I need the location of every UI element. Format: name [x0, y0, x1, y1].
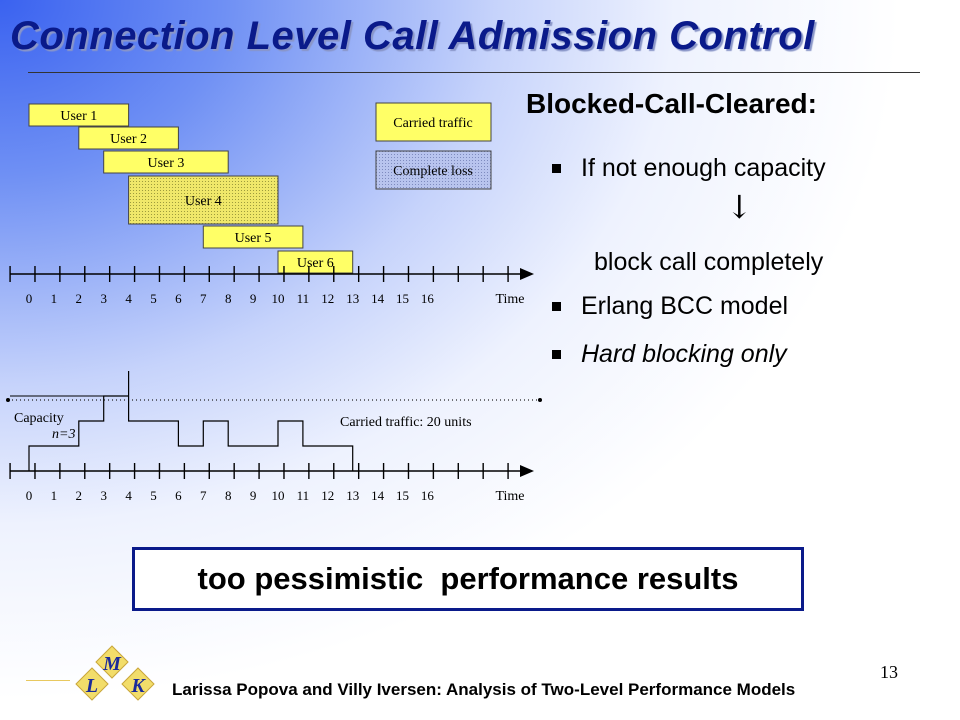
title-divider — [28, 72, 920, 73]
axis-tick-label: 9 — [250, 488, 257, 503]
axis-tick-label: 5 — [150, 488, 157, 503]
axis-tick-label: 15 — [396, 291, 409, 306]
axis-tick-label: 6 — [175, 291, 182, 306]
user-bar-label: User 3 — [147, 156, 184, 171]
axis-tick-label: 16 — [421, 291, 435, 306]
user-bar — [128, 175, 279, 225]
svg-text:K: K — [130, 675, 146, 697]
axis-tick-label: 3 — [100, 291, 107, 306]
axis-tick-label: 15 — [396, 488, 409, 503]
carried-traffic-label: Carried traffic: 20 units — [340, 415, 472, 430]
legend-swatch — [375, 150, 492, 190]
axis-title: Time — [495, 292, 524, 307]
axis-tick-label: 14 — [371, 488, 385, 503]
user-bar — [78, 126, 179, 150]
footer-divider — [26, 680, 70, 681]
footer-text: Larissa Popova and Villy Iversen: Analys… — [172, 680, 796, 699]
axis-tick-label: 8 — [225, 488, 232, 503]
lmk-logo: M L K — [75, 645, 155, 701]
bullet-item-erlang: Erlang BCC model — [552, 292, 788, 321]
axis-tick-label: 13 — [346, 488, 359, 503]
axis-tick-label: 9 — [250, 291, 257, 306]
svg-text:M: M — [102, 653, 122, 675]
axis-tick-label: 11 — [297, 291, 310, 306]
bullet-square-icon — [552, 164, 561, 173]
axis-tick-label: 5 — [150, 291, 157, 306]
user-bar — [103, 150, 229, 174]
block-call-text: block call completely — [594, 248, 824, 276]
user-bar — [202, 225, 304, 249]
bullet-square-icon — [552, 302, 561, 311]
axis-tick-label: 11 — [297, 488, 310, 503]
legend-label: Complete loss — [393, 164, 473, 179]
user-bar-label: User 6 — [297, 256, 334, 271]
bullet-text: Hard blocking only — [581, 340, 787, 368]
axis-tick-label: 4 — [125, 291, 132, 306]
axis-tick-label: 12 — [321, 291, 334, 306]
slide-title: Connection Level Call Admission Control — [10, 14, 815, 58]
bullet-text: If not enough capacity — [581, 154, 826, 182]
axis-tick-label: 10 — [272, 291, 285, 306]
bullet-square-icon — [552, 350, 561, 359]
bullet-text: Erlang BCC model — [581, 292, 789, 320]
bullet-item-hard-blocking: Hard blocking only — [552, 340, 787, 369]
subtitle: Blocked-Call-Cleared: — [526, 88, 817, 119]
axis-arrow-icon — [520, 465, 534, 477]
axis-tick-label: 6 — [175, 488, 182, 503]
axis-tick-label: 7 — [200, 488, 207, 503]
axis-tick-label: 2 — [76, 291, 83, 306]
axis-tick-label: 0 — [26, 291, 33, 306]
user-bar-label: User 4 — [185, 194, 222, 209]
capacity-label: Capacity — [14, 411, 64, 426]
legend-label: Carried traffic — [393, 116, 472, 131]
down-arrow-icon: ↓ — [726, 188, 753, 226]
axis-tick-label: 8 — [225, 291, 232, 306]
legend-swatch — [375, 102, 492, 142]
axis-arrow-icon — [520, 268, 534, 280]
plot-border-dot — [6, 398, 10, 402]
page-number: 13 — [880, 662, 898, 682]
user-bar — [28, 103, 130, 127]
plot-border-dot — [538, 398, 542, 402]
result-box: too pessimistic performance results — [132, 547, 804, 611]
bullet-item-capacity: If not enough capacity — [552, 154, 826, 183]
user-bar-label: User 1 — [60, 109, 97, 124]
axis-tick-label: 0 — [26, 488, 33, 503]
user-bar-label: User 5 — [235, 231, 272, 246]
axis-tick-label: 3 — [100, 488, 107, 503]
axis-tick-label: 16 — [421, 488, 435, 503]
axis-tick-label: 4 — [125, 488, 132, 503]
occupancy-step-line — [28, 371, 354, 471]
axis-tick-label: 12 — [321, 488, 334, 503]
user-bar-label: User 2 — [110, 132, 147, 147]
axis-title: Time — [495, 489, 524, 504]
capacity-n-label: n=3 — [52, 427, 75, 442]
axis-tick-label: 1 — [51, 488, 58, 503]
axis-tick-label: 1 — [51, 291, 58, 306]
axis-tick-label: 2 — [76, 488, 83, 503]
axis-tick-label: 14 — [371, 291, 385, 306]
svg-text:L: L — [85, 675, 98, 697]
axis-tick-label: 7 — [200, 291, 207, 306]
axis-tick-label: 10 — [272, 488, 285, 503]
axis-tick-label: 13 — [346, 291, 359, 306]
